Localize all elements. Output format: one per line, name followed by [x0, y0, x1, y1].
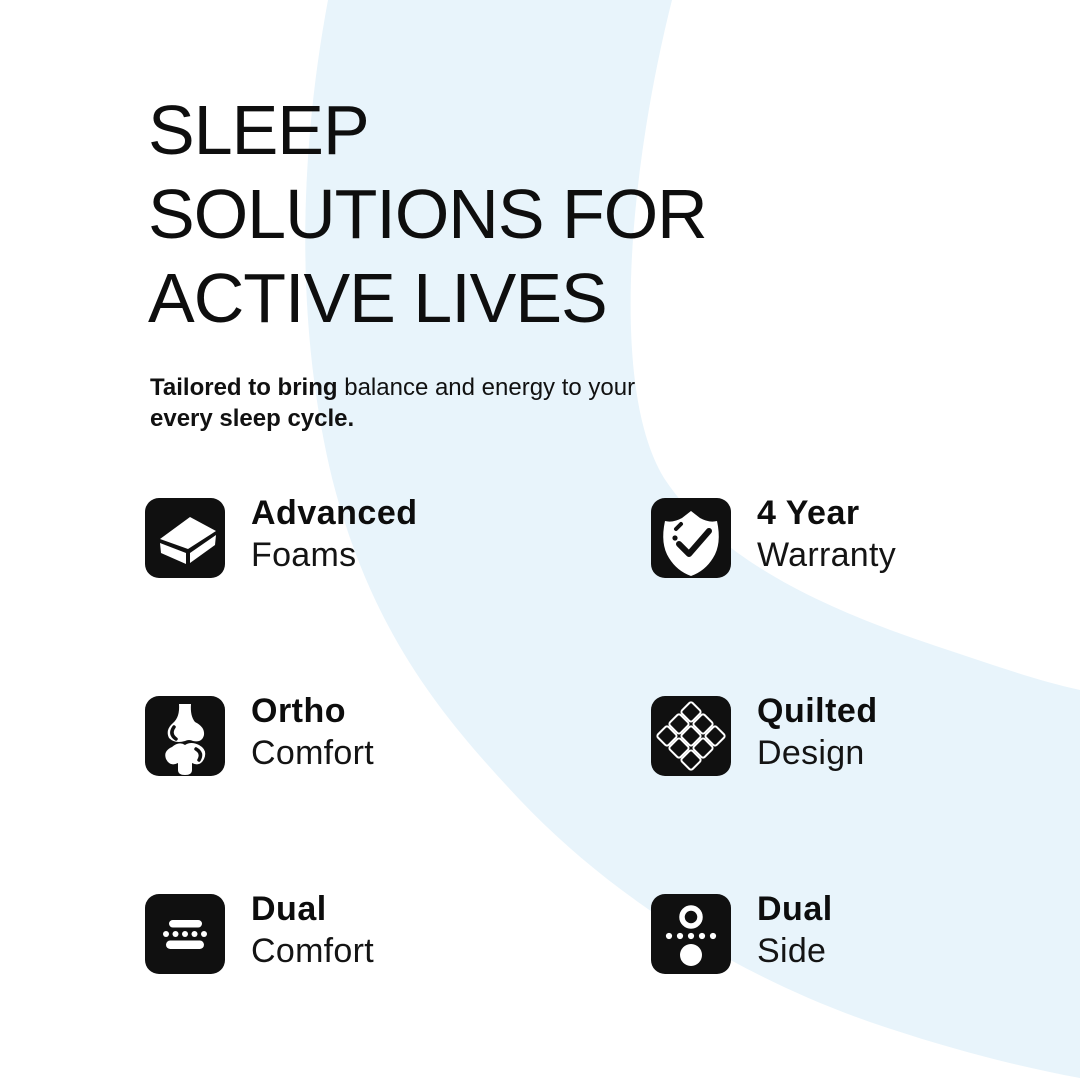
feature-quilted-design: Quilted Design [651, 692, 896, 776]
feature-title: Advanced [251, 494, 418, 532]
feature-text: Advanced Foams [251, 492, 418, 576]
page-title-line-1: SLEEP [148, 91, 370, 169]
bone-joint-icon [145, 696, 225, 776]
feature-grid: Advanced Foams 4 Year Warranty [145, 494, 896, 974]
feature-subtitle: Warranty [757, 536, 897, 574]
subtitle-text: Tailored to bring balance and energy to … [150, 372, 690, 434]
subtitle-bold-lead: Tailored to bring [150, 374, 338, 401]
feature-text: 4 Year Warranty [757, 492, 896, 576]
feature-advanced-foams: Advanced Foams [145, 494, 651, 578]
page-title-line-3: ACTIVE LIVES [148, 259, 608, 337]
feature-text: Dual Comfort [251, 888, 374, 972]
feature-text: Quilted Design [757, 690, 878, 774]
feature-subtitle: Side [757, 932, 827, 970]
subtitle-regular-mid: balance and energy to your [344, 374, 636, 401]
feature-subtitle: Design [757, 734, 865, 772]
feature-title: Dual [251, 890, 327, 928]
page-title: SLEEP SOLUTIONS FOR ACTIVE LIVES [148, 88, 708, 340]
feature-title: Quilted [757, 692, 878, 730]
dual-side-dots-icon [651, 894, 731, 974]
feature-title: Dual [757, 890, 833, 928]
feature-warranty: 4 Year Warranty [651, 494, 896, 578]
feature-subtitle: Comfort [251, 932, 375, 970]
feature-title: 4 Year [757, 494, 860, 532]
shield-check-icon [651, 498, 731, 578]
mattress-layers-icon [145, 894, 225, 974]
feature-text: Ortho Comfort [251, 690, 374, 774]
subtitle-bold-tail: every sleep cycle. [150, 405, 355, 432]
foam-layer-icon [145, 498, 225, 578]
feature-subtitle: Foams [251, 536, 357, 574]
feature-ortho-comfort: Ortho Comfort [145, 692, 651, 776]
quilted-grid-icon [651, 696, 731, 776]
feature-dual-side: Dual Side [651, 890, 896, 974]
page-title-line-2: SOLUTIONS FOR [148, 175, 708, 253]
feature-dual-comfort: Dual Comfort [145, 890, 651, 974]
feature-title: Ortho [251, 692, 347, 730]
feature-text: Dual Side [757, 888, 833, 972]
feature-subtitle: Comfort [251, 734, 375, 772]
